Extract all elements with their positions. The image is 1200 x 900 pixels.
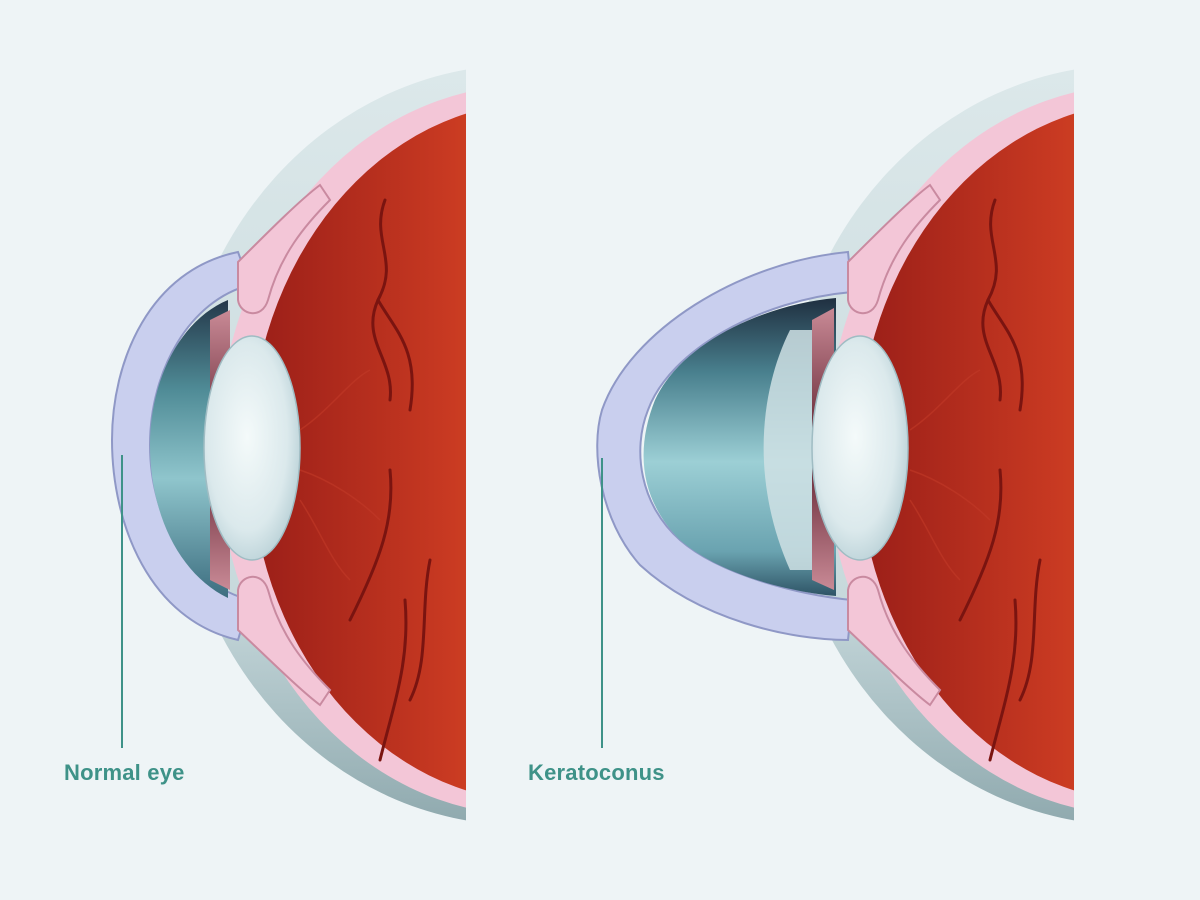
keratoconus-eye: [596, 69, 1074, 821]
anterior-chamber: [150, 300, 228, 598]
cornea: [110, 250, 252, 642]
lens: [811, 335, 909, 561]
cornea-cone: [596, 250, 854, 642]
fine-vessels: [299, 369, 381, 581]
fine-vessels: [909, 369, 991, 581]
normal-eye-label: Normal eye: [64, 760, 185, 785]
vitreous: [250, 113, 466, 791]
lens: [203, 335, 301, 561]
blood-vessels: [958, 198, 1042, 762]
normal-eye: [110, 69, 466, 821]
vitreous: [858, 113, 1074, 791]
ciliary-lower: [237, 575, 332, 707]
ciliary-lower: [847, 575, 942, 707]
keratoconus-label: Keratoconus: [528, 760, 665, 785]
ciliary-upper: [237, 183, 332, 315]
ciliary-upper: [847, 183, 942, 315]
lens-shadow: [763, 330, 820, 570]
blood-vessels: [348, 198, 432, 762]
